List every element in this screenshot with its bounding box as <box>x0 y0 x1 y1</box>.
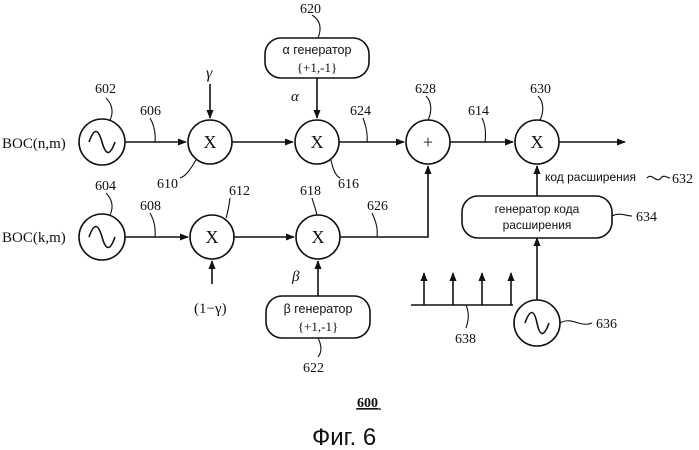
ref-614: 614 <box>468 104 489 119</box>
spreading-code-generator-label-1: генератор кода <box>495 202 580 216</box>
leader-616 <box>331 160 340 178</box>
ref-608: 608 <box>140 199 161 214</box>
ref-622: 622 <box>303 361 324 376</box>
input-boc-km-label: BOC(k,m) <box>2 230 66 246</box>
multiplier-610-symbol: X <box>204 132 217 152</box>
multiplier-618-symbol: X <box>312 227 325 247</box>
leader-614 <box>482 118 486 142</box>
leader-636 <box>560 321 592 325</box>
one-minus-gamma-label: (1−γ) <box>194 301 227 317</box>
ref-610: 610 <box>157 177 178 192</box>
multiplier-616-symbol: X <box>311 132 324 152</box>
ref-632: 632 <box>672 172 693 187</box>
multiplier-630-symbol: X <box>531 132 544 152</box>
ref-628: 628 <box>415 82 436 97</box>
leader-606 <box>150 118 155 142</box>
spreading-code-generator-label-2: расширения <box>503 218 572 232</box>
leader-622 <box>318 338 321 357</box>
ref-636: 636 <box>596 317 617 332</box>
leader-630 <box>538 96 543 120</box>
ref-602: 602 <box>95 82 116 97</box>
leader-602 <box>106 98 112 120</box>
ref-612: 612 <box>229 184 250 199</box>
spreading-code-label: код расширения <box>545 170 636 184</box>
leader-610 <box>180 160 196 178</box>
summer-628-symbol: + <box>423 132 433 152</box>
multiplier-612-symbol: X <box>206 227 219 247</box>
leader-612 <box>226 198 230 218</box>
input-boc-nm-label: BOC(n,m) <box>2 136 66 152</box>
ref-638: 638 <box>455 332 476 347</box>
leader-618 <box>312 198 317 215</box>
ref-634: 634 <box>636 210 657 225</box>
ref-630: 630 <box>530 82 551 97</box>
leader-604 <box>106 193 112 215</box>
gamma-label: γ <box>206 65 213 82</box>
beta-label: β <box>291 269 300 285</box>
leader-634 <box>612 214 632 216</box>
leader-624 <box>363 118 367 142</box>
leader-638 <box>466 305 468 328</box>
alpha-label: α <box>291 89 300 105</box>
ref-626: 626 <box>367 199 388 214</box>
leader-626 <box>372 213 377 237</box>
leader-608 <box>150 213 155 237</box>
ref-624: 624 <box>350 104 371 119</box>
ref-606: 606 <box>140 104 161 119</box>
beta-generator-label: β генератор <box>284 302 353 316</box>
leader-628 <box>426 96 431 120</box>
leader-620 <box>312 15 320 38</box>
ref-620: 620 <box>300 2 321 17</box>
beta-generator-values: {+1,-1} <box>298 319 338 334</box>
alpha-generator-label: α генератор <box>283 43 352 57</box>
figure-caption: Фиг. 6 <box>312 424 376 450</box>
ref-616: 616 <box>338 177 359 192</box>
alpha-generator-values: {+1,-1} <box>297 60 337 75</box>
leader-632 <box>647 176 670 180</box>
ref-618: 618 <box>300 184 321 199</box>
ref-604: 604 <box>95 179 116 194</box>
